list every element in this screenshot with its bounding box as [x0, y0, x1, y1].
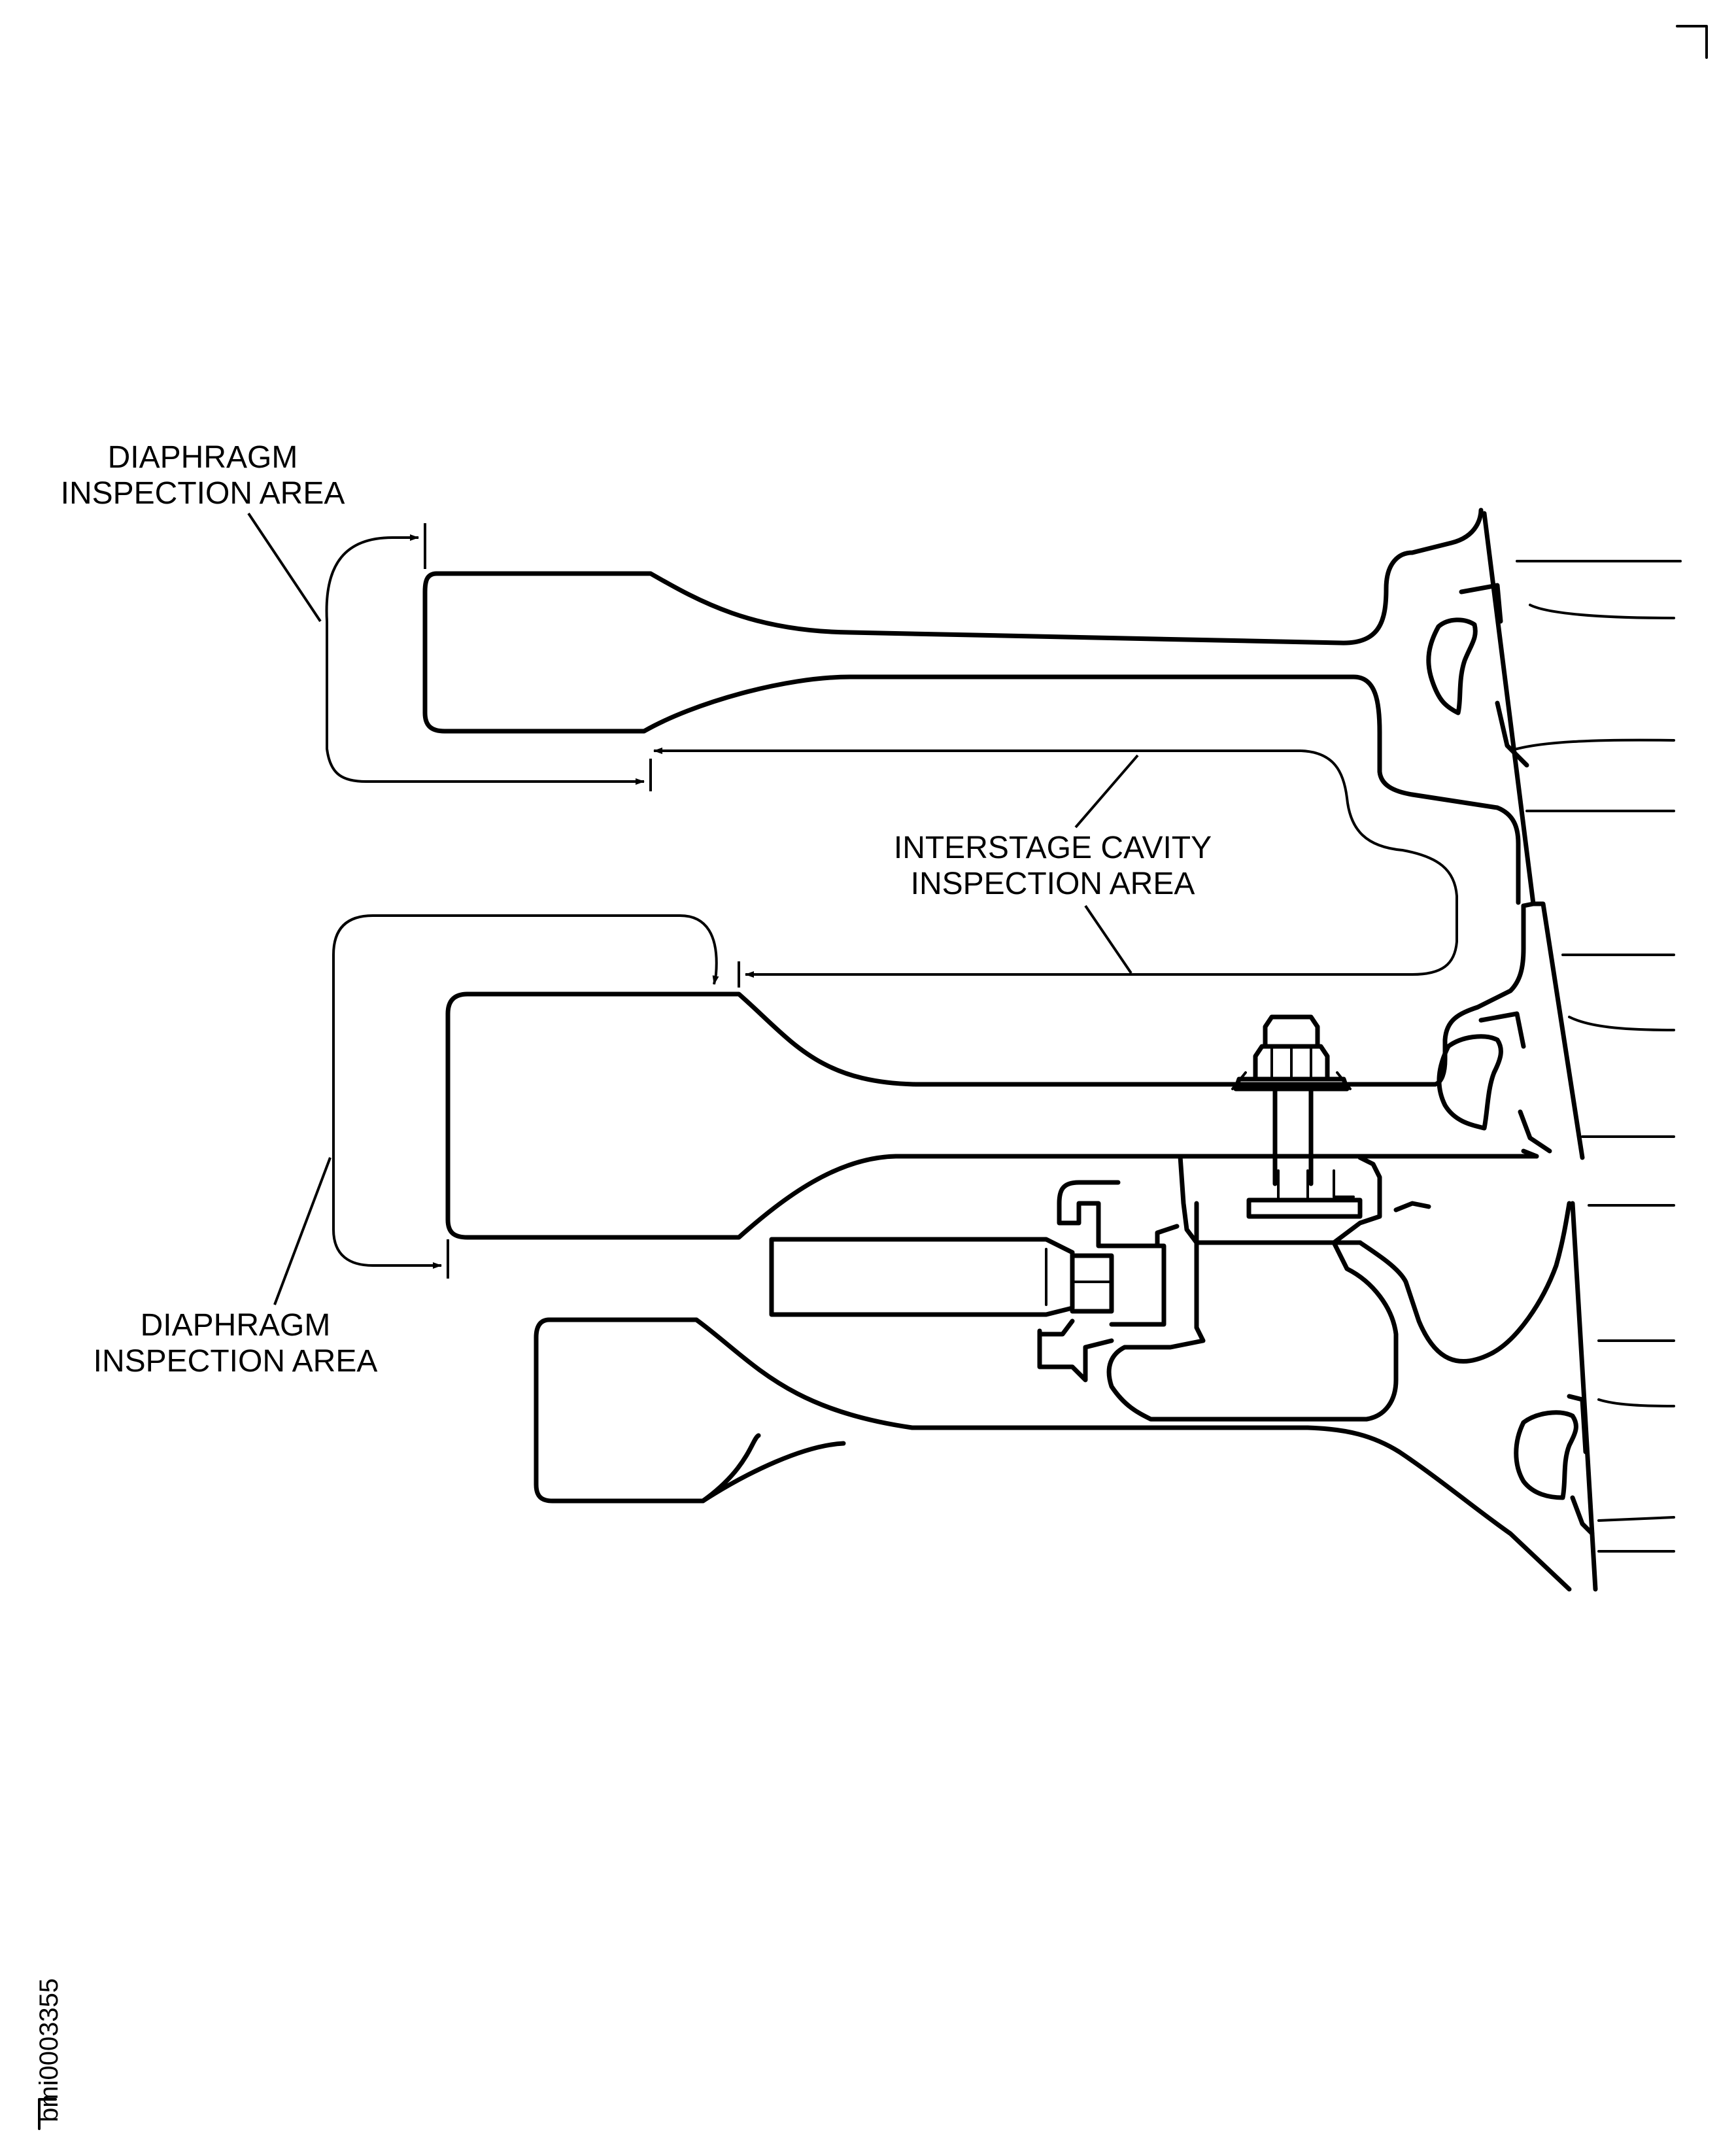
label-interstage-line1: INTERSTAGE CAVITY [894, 831, 1212, 865]
corner-crop-mark [1676, 25, 1708, 59]
callout-interstage: INTERSTAGE CAVITY INSPECTION AREA [653, 748, 1458, 988]
upper-diaphragm [422, 508, 1521, 905]
label-diaphragm-top-line2: INSPECTION AREA [61, 476, 345, 511]
label-diaphragm-bottom-line2: INSPECTION AREA [94, 1344, 378, 1379]
lower-disk [534, 1317, 1572, 1592]
label-diaphragm-top-line1: DIAPHRAGM [108, 440, 298, 475]
callout-diaphragm-bottom: DIAPHRAGM INSPECTION AREA [94, 914, 719, 1379]
figure-id: bmi0003355 [35, 1978, 63, 2122]
label-diaphragm-bottom-line1: DIAPHRAGM [141, 1308, 331, 1343]
label-interstage-line2: INSPECTION AREA [911, 867, 1195, 901]
middle-diaphragm [445, 901, 1539, 1240]
blade-hooks [1426, 583, 1595, 1536]
figure-id-group: bmi0003355 [35, 1978, 63, 2130]
figure-id-bracket [38, 2098, 57, 2130]
callout-diaphragm-top: DIAPHRAGM INSPECTION AREA [61, 440, 652, 791]
hub-assembly [769, 1014, 1572, 1422]
blade-edge [1482, 511, 1682, 1592]
